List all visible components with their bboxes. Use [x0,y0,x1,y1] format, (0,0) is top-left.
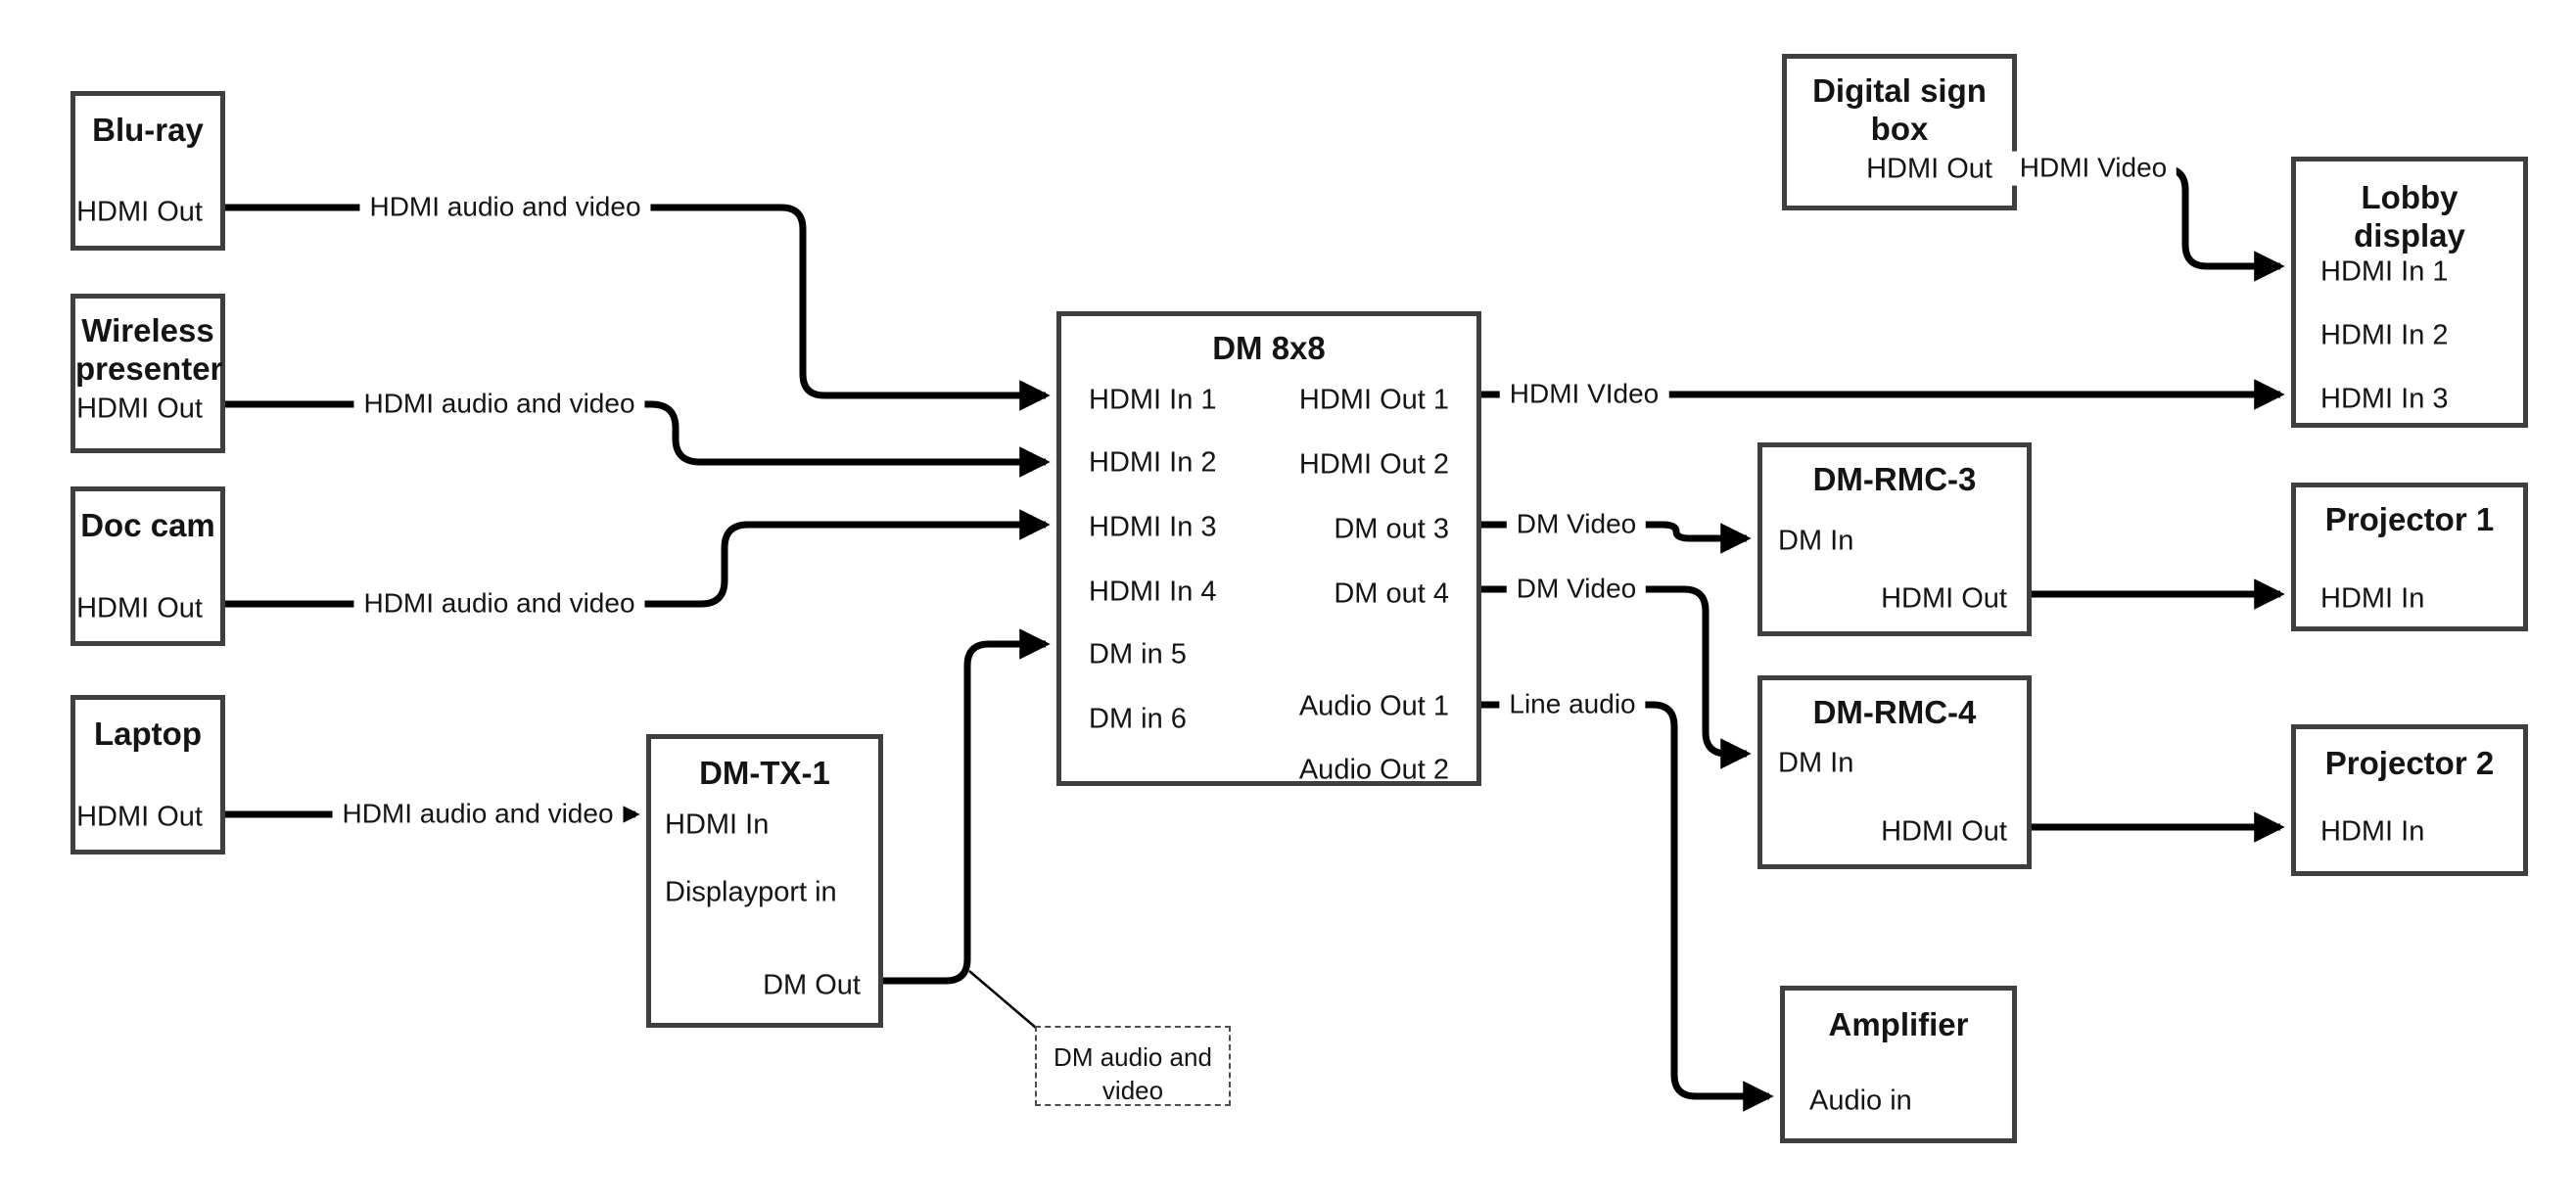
node-projector-2: Projector 2 HDMI In [2291,724,2528,876]
port-doccam-hdmi-out: HDMI Out [76,592,203,624]
node-lobby-title: Lobby display [2354,179,2465,254]
wire-wireless-to-dm8x8-hdmi-in2 [225,400,1051,478]
port-dm8x8-dm-in-6: DM in 6 [1089,703,1187,735]
port-dm8x8-hdmi-in-2: HDMI In 2 [1089,446,1217,479]
port-dmrmc4-hdmi-out: HDMI Out [1881,815,2007,848]
port-dm8x8-dm-in-5: DM in 5 [1089,638,1187,670]
port-wireless-hdmi-out: HDMI Out [76,393,203,425]
node-dm-tx-1: DM-TX-1 HDMI In Displayport in DM Out [646,734,883,1028]
wire-dmtx1-dmout-to-dm8x8-dmin5 [883,628,1051,985]
node-laptop-title: Laptop [94,716,202,752]
port-dm8x8-dm-out-3: DM out 3 [1334,513,1449,545]
wire-label-wireless: HDMI audio and video [353,387,645,422]
node-projector-1: Projector 1 HDMI In [2291,483,2528,631]
node-dm-rmc-4: DM-RMC-4 DM In HDMI Out [1757,675,2032,869]
port-dmtx1-displayport-in: Displayport in [665,876,837,908]
node-digital-sign-box: Digital sign box HDMI Out [1782,54,2017,210]
port-laptop-hdmi-out: HDMI Out [76,801,203,833]
node-amplifier: Amplifier Audio in [1780,986,2017,1143]
wire-dm8x8-dmout3-to-dmrmc3-dmin [1481,521,1752,554]
wire-label-hdmi-video-out1: HDMI VIdeo [1499,377,1669,412]
node-doc-cam: Doc cam HDMI Out [70,486,225,646]
port-dm8x8-hdmi-in-3: HDMI In 3 [1089,511,1217,543]
node-dm-rmc-3: DM-RMC-3 DM In HDMI Out [1757,442,2032,636]
port-proj1-hdmi-in: HDMI In [2320,582,2425,615]
port-proj2-hdmi-in: HDMI In [2320,815,2425,848]
port-dmrmc3-hdmi-out: HDMI Out [1881,582,2007,615]
node-lobby-display: Lobby display HDMI In 1 HDMI In 2 HDMI I… [2291,157,2528,428]
node-dm-8x8: DM 8x8 HDMI In 1 HDMI In 2 HDMI In 3 HDM… [1056,311,1481,786]
port-dm8x8-audio-out-2: Audio Out 2 [1298,754,1449,786]
port-dmrmc4-dm-in: DM In [1778,747,1854,779]
node-dmtx1-title: DM-TX-1 [699,755,830,791]
wire-label-laptop: HDMI audio and video [332,797,624,832]
port-dm8x8-dm-out-4: DM out 4 [1334,577,1449,610]
port-lobby-hdmi-in-1: HDMI In 1 [2320,255,2449,288]
wire-bluray-to-dm8x8-hdmi-in1 [225,204,1051,411]
wire-label-bluray: HDMI audio and video [359,190,651,225]
port-lobby-hdmi-in-3: HDMI In 3 [2320,383,2449,415]
node-wireless-presenter: Wireless presenter HDMI Out [70,294,225,453]
node-dmrmc3-title: DM-RMC-3 [1812,461,1977,497]
port-dmrmc3-dm-in: DM In [1778,525,1854,557]
wire-label-line-audio: Line audio [1499,687,1646,722]
wire-label-digitalsign: HDMI Video [2009,151,2178,186]
port-bluray-hdmi-out: HDMI Out [76,196,203,228]
wire-label-dm-video-out3: DM Video [1506,507,1647,542]
node-dm8x8-title: DM 8x8 [1212,330,1326,366]
port-dmtx1-hdmi-in: HDMI In [665,808,770,841]
port-dm8x8-hdmi-in-4: HDMI In 4 [1089,576,1217,608]
port-amplifier-audio-in: Audio in [1809,1085,1912,1117]
node-digitalsign-title: Digital sign box [1812,72,1987,147]
node-laptop: Laptop HDMI Out [70,695,225,855]
port-dm8x8-hdmi-out-1: HDMI Out 1 [1298,384,1449,416]
node-wireless-title: Wireless presenter [75,312,223,387]
port-digitalsign-hdmi-out: HDMI Out [1866,153,1992,185]
node-dmrmc4-title: DM-RMC-4 [1812,694,1977,730]
node-bluray-title: Blu-ray [92,112,204,148]
port-dm8x8-audio-out-1: Audio Out 1 [1298,690,1449,722]
port-dm8x8-hdmi-in-1: HDMI In 1 [1089,384,1217,416]
node-amplifier-title: Amplifier [1828,1006,1969,1042]
node-bluray: Blu-ray HDMI Out [70,91,225,251]
node-proj2-title: Projector 2 [2324,745,2495,781]
port-lobby-hdmi-in-2: HDMI In 2 [2320,319,2449,351]
port-dm8x8-hdmi-out-2: HDMI Out 2 [1298,448,1449,481]
node-proj1-title: Projector 1 [2324,501,2495,537]
wire-label-doccam: HDMI audio and video [353,586,645,622]
wire-label-dm-video-out4: DM Video [1506,572,1647,607]
port-dmtx1-dm-out: DM Out [763,969,861,1001]
callout-leader-line [968,970,1037,1029]
node-doccam-title: Doc cam [80,507,215,543]
wire-doccam-to-dm8x8-hdmi-in3 [225,509,1051,608]
wire-dm8x8-audioout1-to-amplifier [1481,701,1774,1112]
callout-dm-audio-video: DM audio and video [1035,1026,1231,1106]
wire-dm8x8-dmout4-to-dmrmc4-dmin [1481,585,1752,769]
